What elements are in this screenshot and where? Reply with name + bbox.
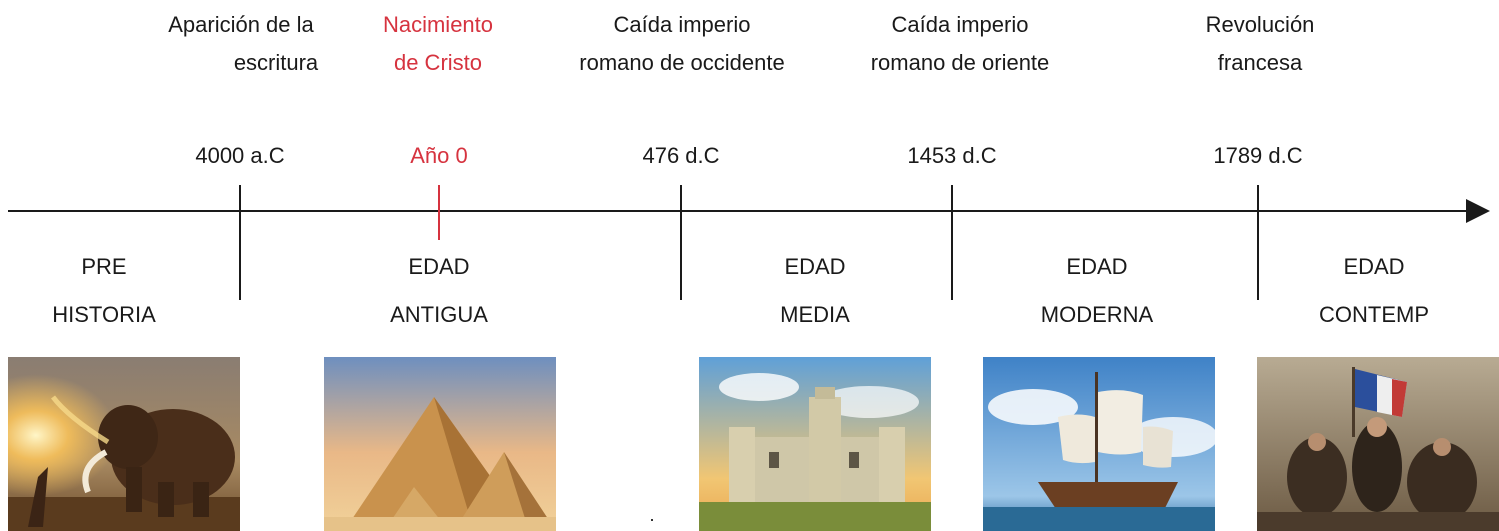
era-ancient-line1: EDAD [408, 254, 470, 279]
era-prehistory-line2: HISTORIA [52, 302, 156, 327]
era-modern: EDAD MODERNA [1041, 243, 1153, 339]
event-birth-christ-line1: Nacimiento [382, 12, 494, 37]
era-ancient-line2: ANTIGUA [390, 302, 488, 327]
event-birth-christ-line2: de Cristo [393, 50, 483, 75]
event-french-revolution: Revolución francesa [1190, 6, 1330, 82]
revolution-painting-image [1257, 357, 1499, 531]
era-prehistory: PRE HISTORIA [52, 243, 156, 339]
date-year-0: Año 0 [410, 143, 468, 168]
event-writing-line1: Aparición de la [168, 12, 314, 37]
era-middle-ages-line2: MEDIA [780, 302, 850, 327]
event-writing: Aparición de la escritura [150, 6, 332, 82]
pyramids-image [324, 357, 556, 531]
era-ancient: EDAD ANTIGUA [390, 243, 488, 339]
event-french-revolution-line1: Revolución [1205, 12, 1315, 37]
stray-dot [651, 519, 653, 521]
tick-1453 [951, 185, 953, 300]
tick-476 [680, 185, 682, 300]
event-fall-east-rome-line2: romano de oriente [870, 50, 1050, 75]
date-1453: 1453 d.C [907, 143, 997, 168]
event-birth-christ: Nacimiento de Cristo [368, 6, 508, 82]
era-contemporary-line1: EDAD [1343, 254, 1405, 279]
castle-image [699, 357, 931, 531]
event-writing-line2: escritura [233, 50, 319, 75]
event-french-revolution-line2: francesa [1217, 50, 1303, 75]
timeline-arrowhead [1466, 199, 1490, 223]
era-modern-line2: MODERNA [1040, 302, 1154, 327]
date-476: 476 d.C [642, 143, 720, 168]
era-middle-ages: EDAD MEDIA [780, 243, 850, 339]
era-middle-ages-line1: EDAD [784, 254, 846, 279]
event-fall-west-rome: Caída imperio romano de occidente [562, 6, 802, 82]
date-4000bc: 4000 a.C [195, 143, 285, 168]
tick-4000bc [239, 185, 241, 300]
tick-year-0 [438, 185, 440, 240]
mammoth-hunt-image [8, 357, 240, 531]
date-1789: 1789 d.C [1213, 143, 1303, 168]
era-contemporary-line2: CONTEMP [1319, 302, 1429, 327]
tick-1789 [1257, 185, 1259, 300]
era-contemporary: EDAD CONTEMP [1319, 243, 1429, 339]
event-fall-west-rome-line2: romano de occidente [579, 50, 785, 75]
event-fall-east-rome: Caída imperio romano de oriente [855, 6, 1065, 82]
timeline-axis [8, 210, 1473, 212]
era-prehistory-line1: PRE [81, 254, 127, 279]
event-fall-east-rome-line1: Caída imperio [891, 12, 1029, 37]
event-fall-west-rome-line1: Caída imperio [613, 12, 751, 37]
era-modern-line1: EDAD [1066, 254, 1128, 279]
caravel-ship-image [983, 357, 1215, 531]
